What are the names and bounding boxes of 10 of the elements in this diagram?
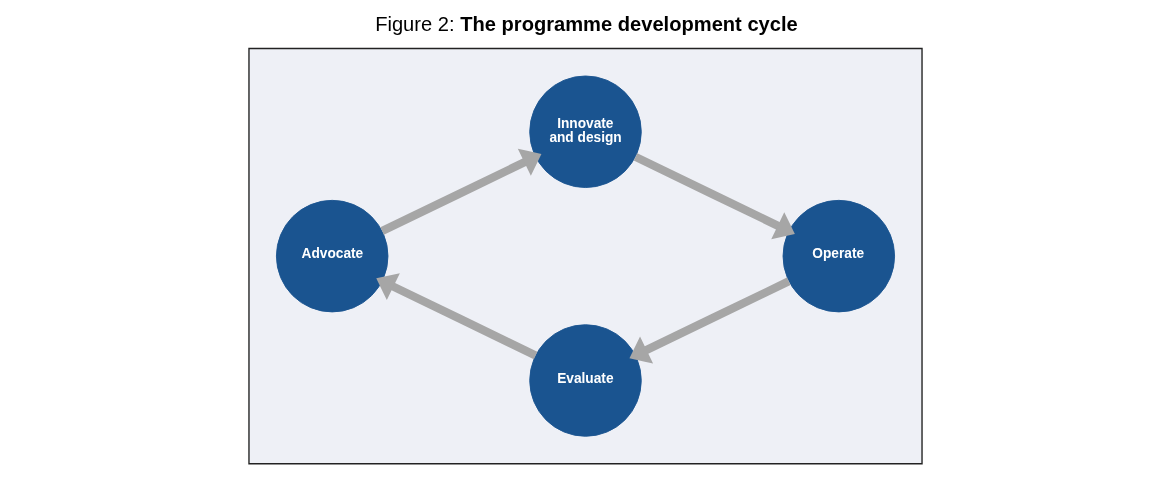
node-circle: Innovate and design: [528, 75, 642, 188]
arrow: [375, 273, 537, 360]
arrow: [379, 148, 541, 235]
diagram-title: Figure 2: The programme development cycle: [374, 12, 798, 35]
arrow: [633, 153, 795, 240]
cluster: [247, 47, 923, 465]
node-circle: Operate: [782, 199, 895, 313]
arrow: [628, 277, 791, 364]
node-circle: Advocate: [275, 199, 388, 313]
node-circle: Evaluate: [528, 324, 642, 437]
